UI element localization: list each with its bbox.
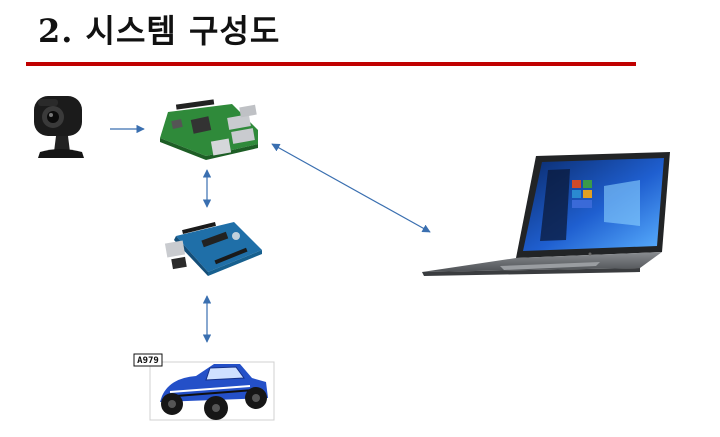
raspberry-pi-board-icon — [160, 99, 258, 160]
arrow-raspberry-pi-laptop — [271, 143, 431, 233]
slide-title: 2. 시스템 구성도 — [38, 12, 281, 50]
rc-car-label: A979 — [137, 356, 159, 366]
title-underline — [26, 62, 636, 66]
arduino-board-icon — [164, 221, 262, 276]
laptop-icon — [422, 152, 670, 276]
webcam-icon — [34, 96, 84, 158]
rc-car-icon: A979 — [133, 353, 275, 421]
